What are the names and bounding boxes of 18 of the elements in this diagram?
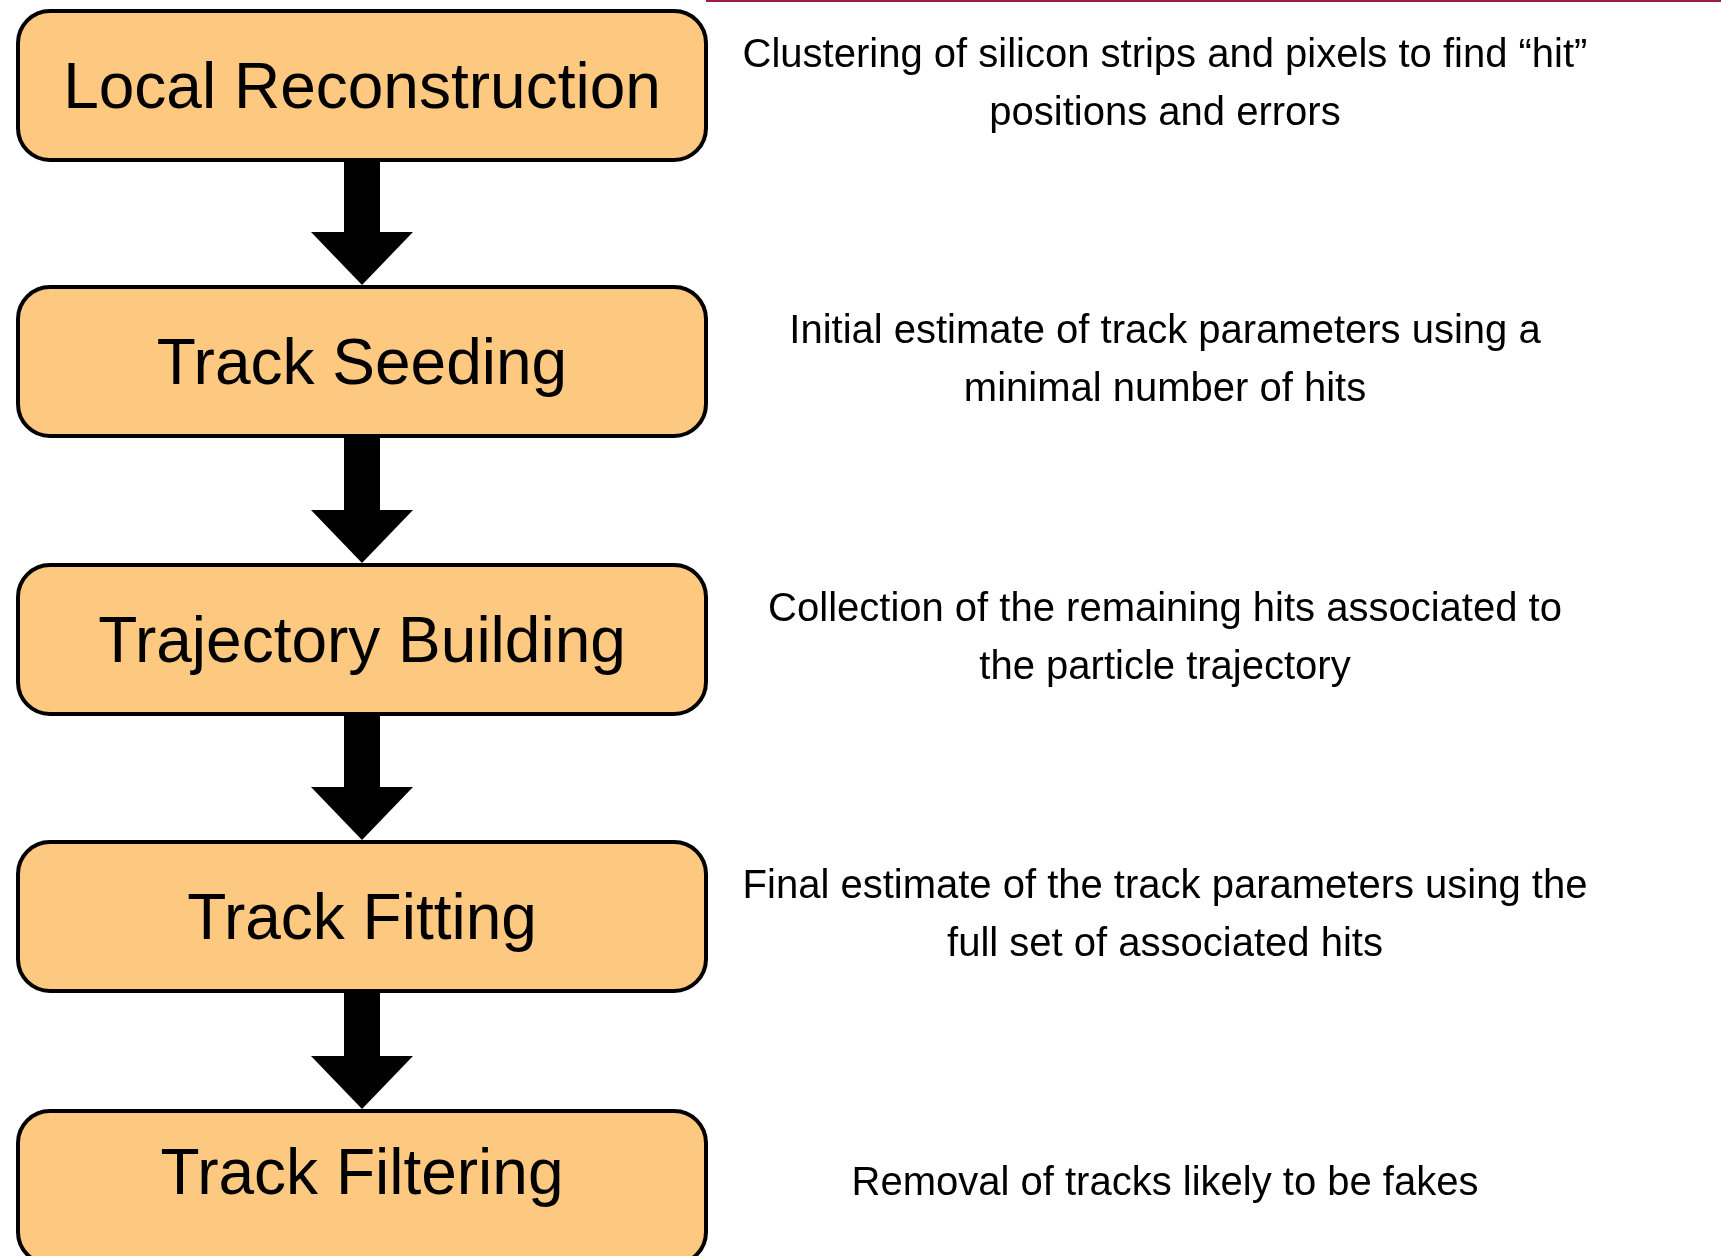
step-title: Track Fitting — [187, 879, 537, 954]
arrow — [311, 438, 413, 563]
step-title: Local Reconstruction — [63, 48, 661, 123]
step-title: Trajectory Building — [98, 602, 626, 677]
step-description: Final estimate of the track parameters using the full set of associated hits — [741, 861, 1589, 966]
process-box — [16, 1109, 708, 1256]
step-description: Removal of tracks likely to be fakes — [850, 1158, 1480, 1205]
step-description: Clustering of silicon strips and pixels to find “hit” positions and errors — [741, 30, 1589, 135]
arrow — [311, 716, 413, 840]
arrow — [311, 162, 413, 285]
step-description: Initial estimate of track parameters using a minimal number of hits — [788, 306, 1542, 411]
step-title: Track Filtering — [160, 1135, 564, 1209]
step-title: Track Seeding — [156, 324, 568, 399]
process-box — [16, 285, 708, 438]
process-box — [16, 563, 708, 716]
process-box — [16, 9, 708, 162]
process-box — [16, 840, 708, 993]
step-description: Collection of the remaining hits associated to the particle trajectory — [767, 584, 1563, 689]
